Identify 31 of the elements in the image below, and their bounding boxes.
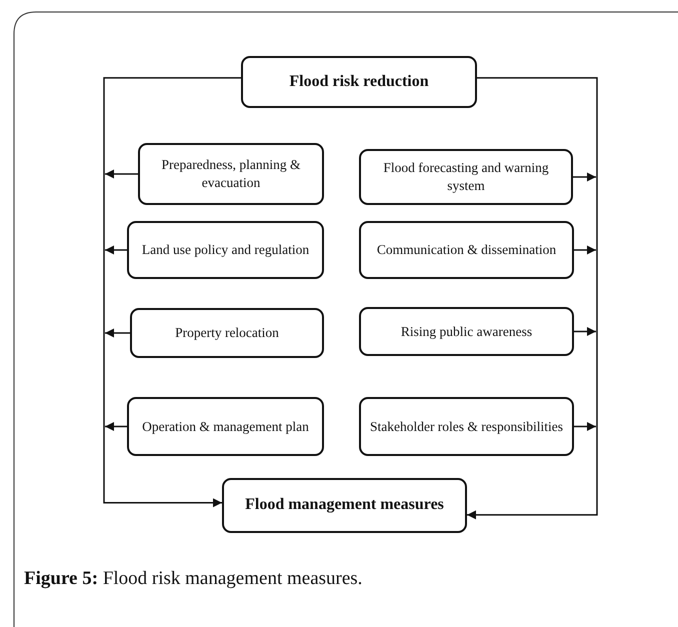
arrow bbox=[574, 327, 596, 336]
box-label: Land use policy and regulation bbox=[142, 241, 310, 259]
box-label: Stakeholder roles & responsibilities bbox=[370, 418, 564, 436]
box-label: Flood risk reduction bbox=[289, 72, 429, 92]
measure-box bbox=[127, 397, 324, 456]
measure-box bbox=[359, 397, 574, 456]
box-label: Operation & management plan bbox=[142, 418, 309, 436]
arrow bbox=[105, 170, 138, 178]
heading-box bbox=[241, 56, 477, 108]
heading-box bbox=[222, 478, 467, 533]
figure-caption: Figure 5: Flood risk management measures. bbox=[24, 568, 362, 590]
arrow bbox=[105, 328, 130, 338]
arrow bbox=[467, 77, 598, 520]
box-label: Preparedness, planning & evacuation bbox=[160, 156, 302, 192]
arrow bbox=[105, 422, 127, 431]
measure-box bbox=[127, 221, 324, 279]
measure-box bbox=[359, 221, 574, 279]
measure-box bbox=[359, 307, 574, 356]
arrow bbox=[105, 246, 127, 254]
box-label: Flood management measures bbox=[245, 495, 444, 516]
box-label: Rising public awareness bbox=[400, 322, 532, 340]
arrow bbox=[574, 422, 596, 431]
arrow bbox=[103, 77, 241, 508]
box-label: Communication & dissemination bbox=[376, 241, 556, 259]
box-label: Property relocation bbox=[175, 324, 279, 342]
arrow bbox=[573, 172, 596, 182]
box-label: Flood forecasting and warning system bbox=[382, 159, 550, 195]
measure-box bbox=[138, 143, 324, 205]
measure-box bbox=[130, 308, 324, 358]
arrow bbox=[574, 246, 596, 254]
measure-box bbox=[359, 149, 573, 205]
